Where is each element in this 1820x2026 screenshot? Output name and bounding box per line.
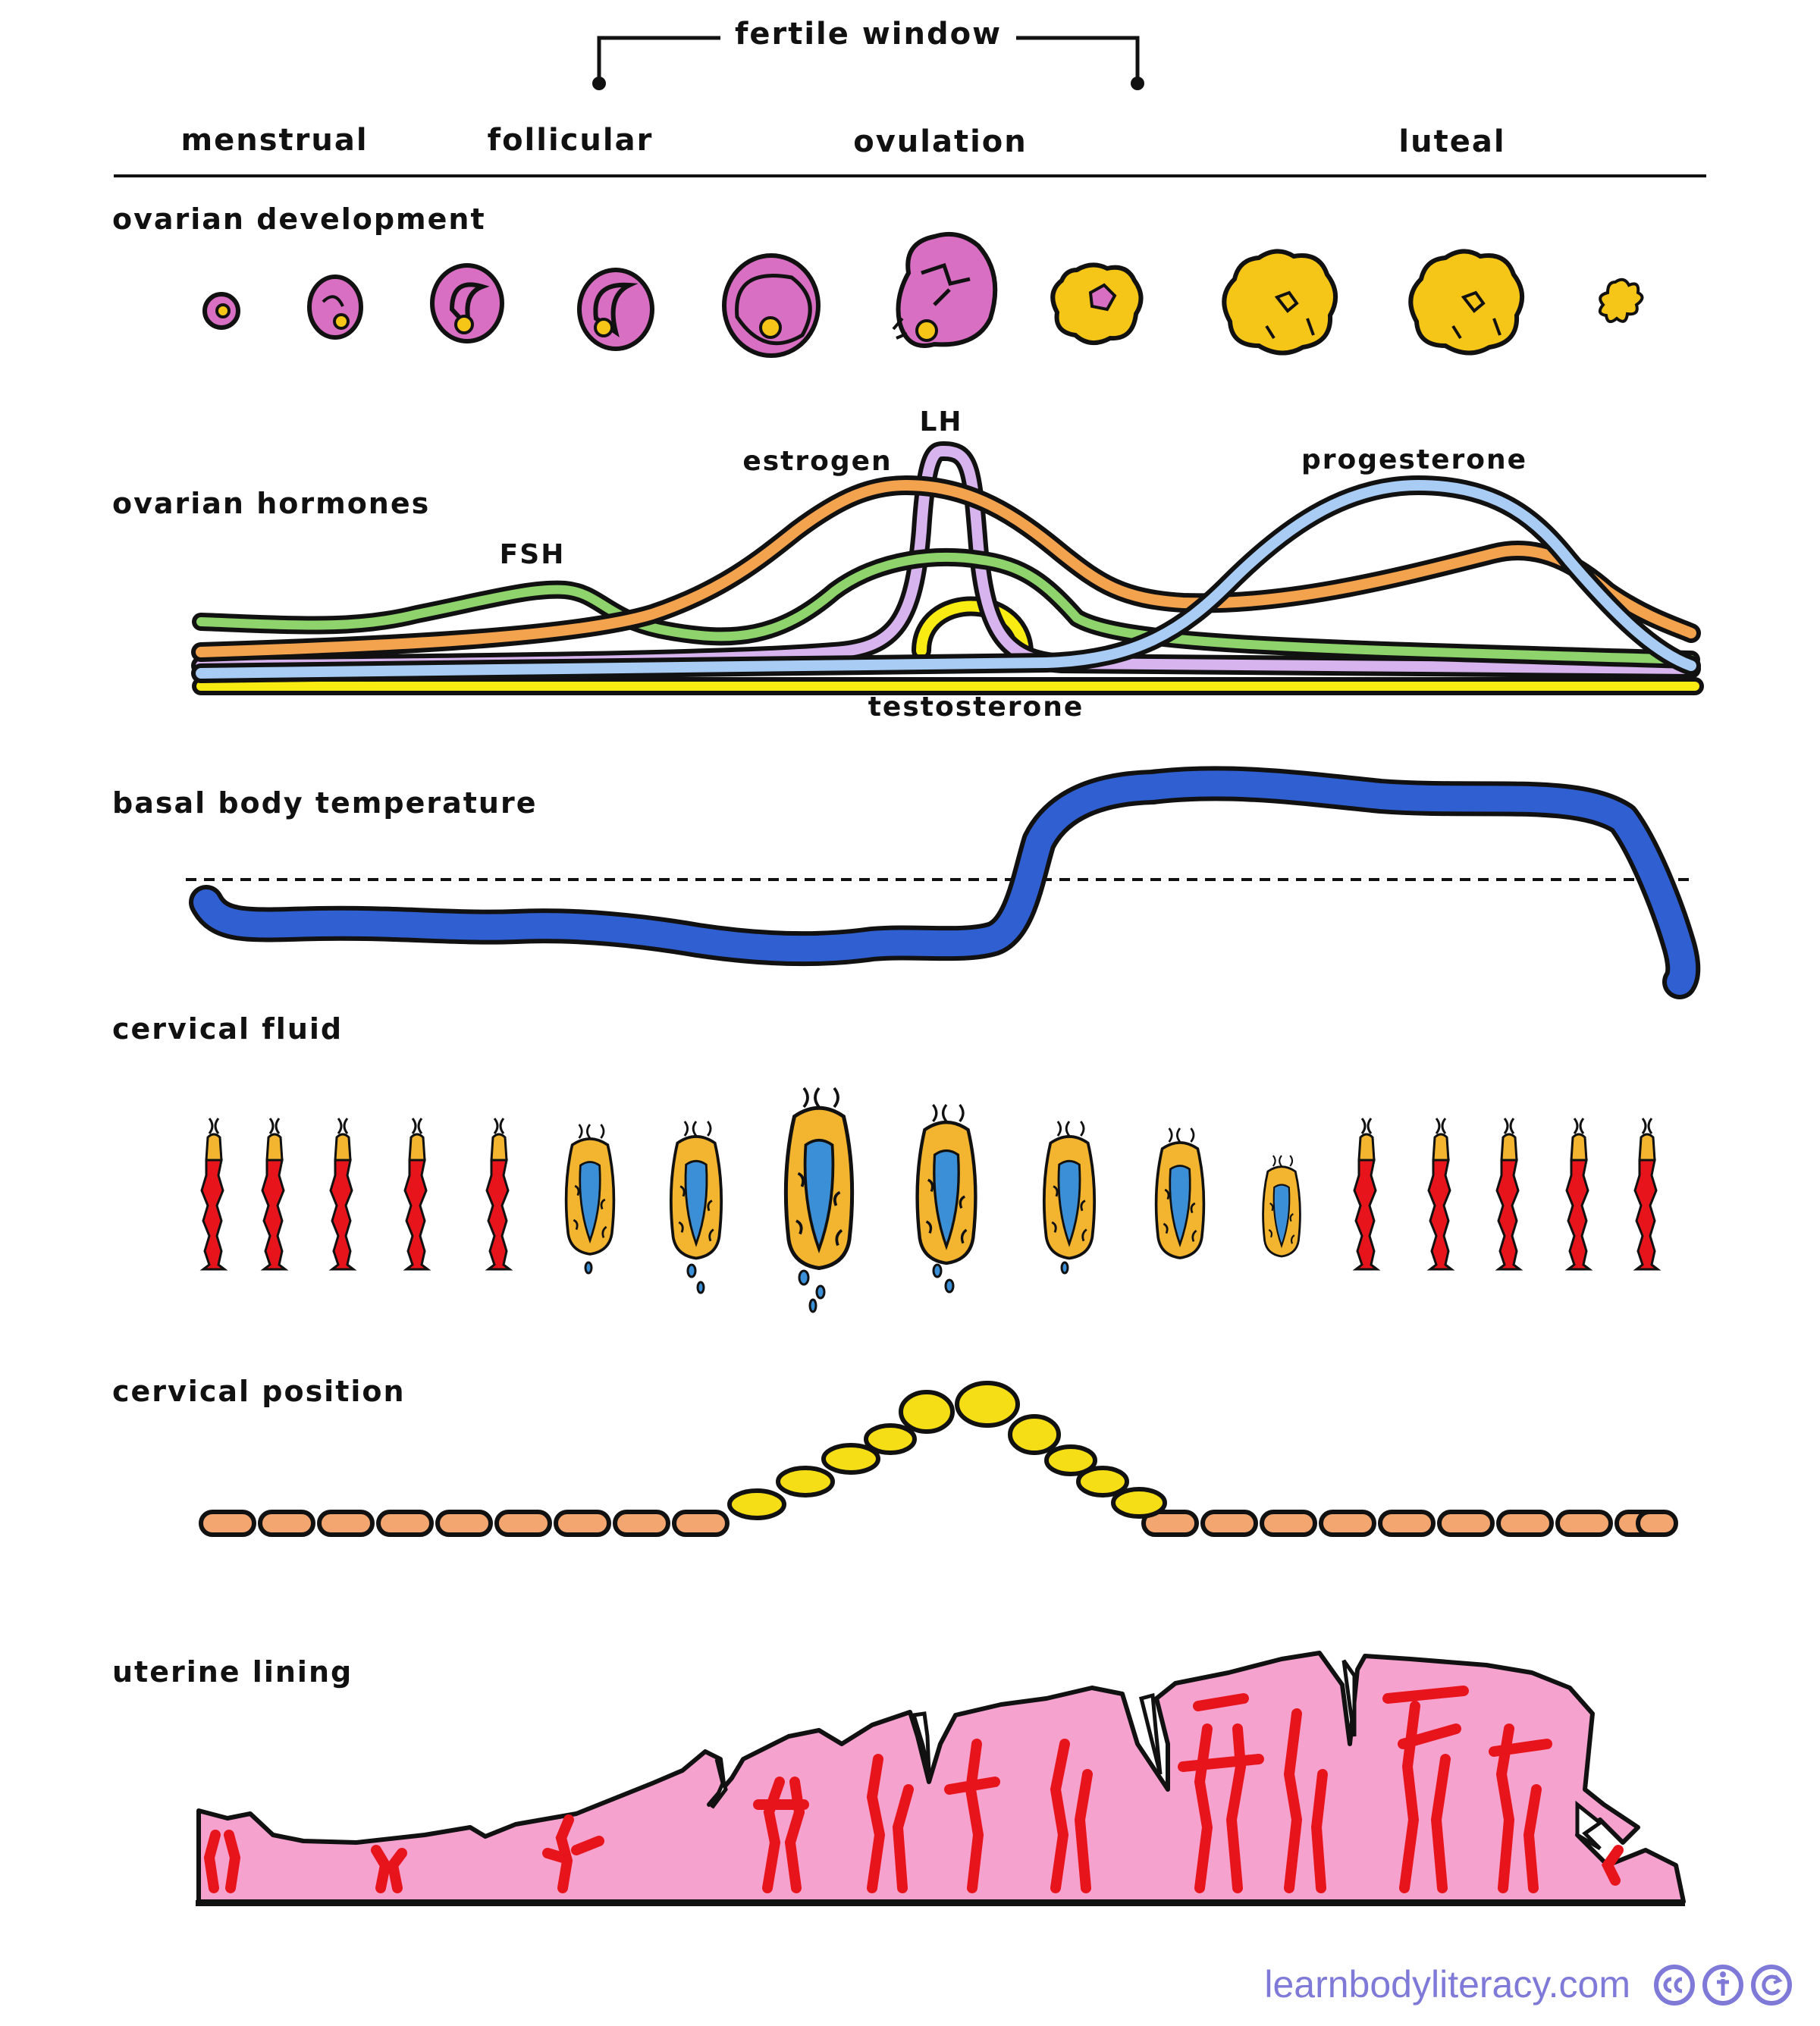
share-alike-icon	[1751, 1965, 1792, 2006]
fluid-day-3	[329, 1117, 355, 1271]
fertile-window-label: fertile window	[735, 17, 1002, 52]
label-fsh: FSH	[500, 539, 566, 570]
estrogen-curve	[191, 475, 1701, 662]
section-basal-body-temperature: basal body temperature	[112, 786, 538, 820]
testosterone-curve	[192, 596, 1704, 695]
section-uterine-lining: uterine lining	[112, 1655, 353, 1689]
fluid-day-11	[1154, 1127, 1206, 1259]
cervical-fluid-row	[200, 1088, 1659, 1313]
label-testosterone: testosterone	[868, 692, 1084, 723]
attribution-icon	[1702, 1965, 1743, 2006]
corpus-luteum-mid	[1222, 249, 1338, 356]
fluid-day-4	[403, 1117, 429, 1271]
label-lh: LH	[919, 406, 962, 438]
uterine-lining-graphic	[196, 1651, 1686, 1906]
phase-menstrual: menstrual	[180, 123, 368, 158]
section-ovarian-hormones: ovarian hormones	[112, 487, 430, 520]
phase-luteal: luteal	[1398, 124, 1505, 159]
fluid-day-16	[1565, 1117, 1591, 1271]
follicle-primordial	[202, 292, 240, 330]
label-estrogen: estrogen	[742, 446, 892, 477]
follicle-secondary	[430, 263, 504, 343]
hormone-curves	[191, 441, 1704, 695]
ovarian-development-row	[202, 231, 1644, 358]
temperature-curve	[189, 766, 1701, 999]
fluid-day-5	[485, 1117, 511, 1271]
fertile-window-bracket: fertile window	[592, 17, 1144, 90]
follicle-antral	[577, 268, 654, 351]
phase-ovulation: ovulation	[853, 124, 1028, 159]
progesterone-curve	[191, 475, 1701, 683]
phase-follicular: follicular	[488, 123, 654, 158]
fluid-day-8	[786, 1088, 852, 1269]
fluid-day-7	[669, 1120, 723, 1260]
follicle-dominant	[722, 253, 821, 358]
fluid-day-13	[1353, 1117, 1379, 1271]
label-progesterone: progesterone	[1301, 444, 1527, 475]
position-high	[727, 1381, 1167, 1520]
fluid-day-9	[918, 1105, 976, 1263]
fluid-day-15	[1495, 1117, 1521, 1271]
follicle-ovulating	[892, 231, 998, 348]
fluid-day-12	[1262, 1154, 1301, 1258]
fluid-day-14	[1427, 1117, 1453, 1271]
phase-labels: menstrual follicular ovulation luteal	[180, 123, 1505, 159]
fluid-day-6	[564, 1123, 616, 1256]
corpus-luteum-early	[1050, 262, 1144, 345]
corpus-albicans	[1598, 278, 1644, 324]
section-ovarian-development: ovarian development	[112, 202, 486, 236]
fluid-day-1	[200, 1117, 226, 1271]
cervical-position-row	[199, 1381, 1678, 1537]
lining-blood-vessels	[203, 1686, 1624, 1893]
section-cervical-position: cervical position	[112, 1375, 406, 1408]
cc-icon	[1654, 1965, 1695, 2006]
section-cervical-fluid: cervical fluid	[112, 1012, 343, 1046]
corpus-luteum-late	[1408, 249, 1524, 356]
fluid-drips	[584, 1261, 1069, 1313]
fluid-day-2	[261, 1117, 287, 1271]
hormone-labels: FSH estrogen LH progesterone testosteron…	[500, 406, 1527, 723]
credit-footer: learnbodyliteracy.com	[1264, 1963, 1792, 2006]
credit-site[interactable]: learnbodyliteracy.com	[1264, 1963, 1630, 2006]
fluid-day-17	[1633, 1117, 1659, 1271]
lining-gaps	[710, 1659, 1604, 1851]
follicle-primary	[307, 274, 363, 340]
fluid-day-10	[1042, 1120, 1097, 1260]
position-low	[199, 1510, 1678, 1537]
